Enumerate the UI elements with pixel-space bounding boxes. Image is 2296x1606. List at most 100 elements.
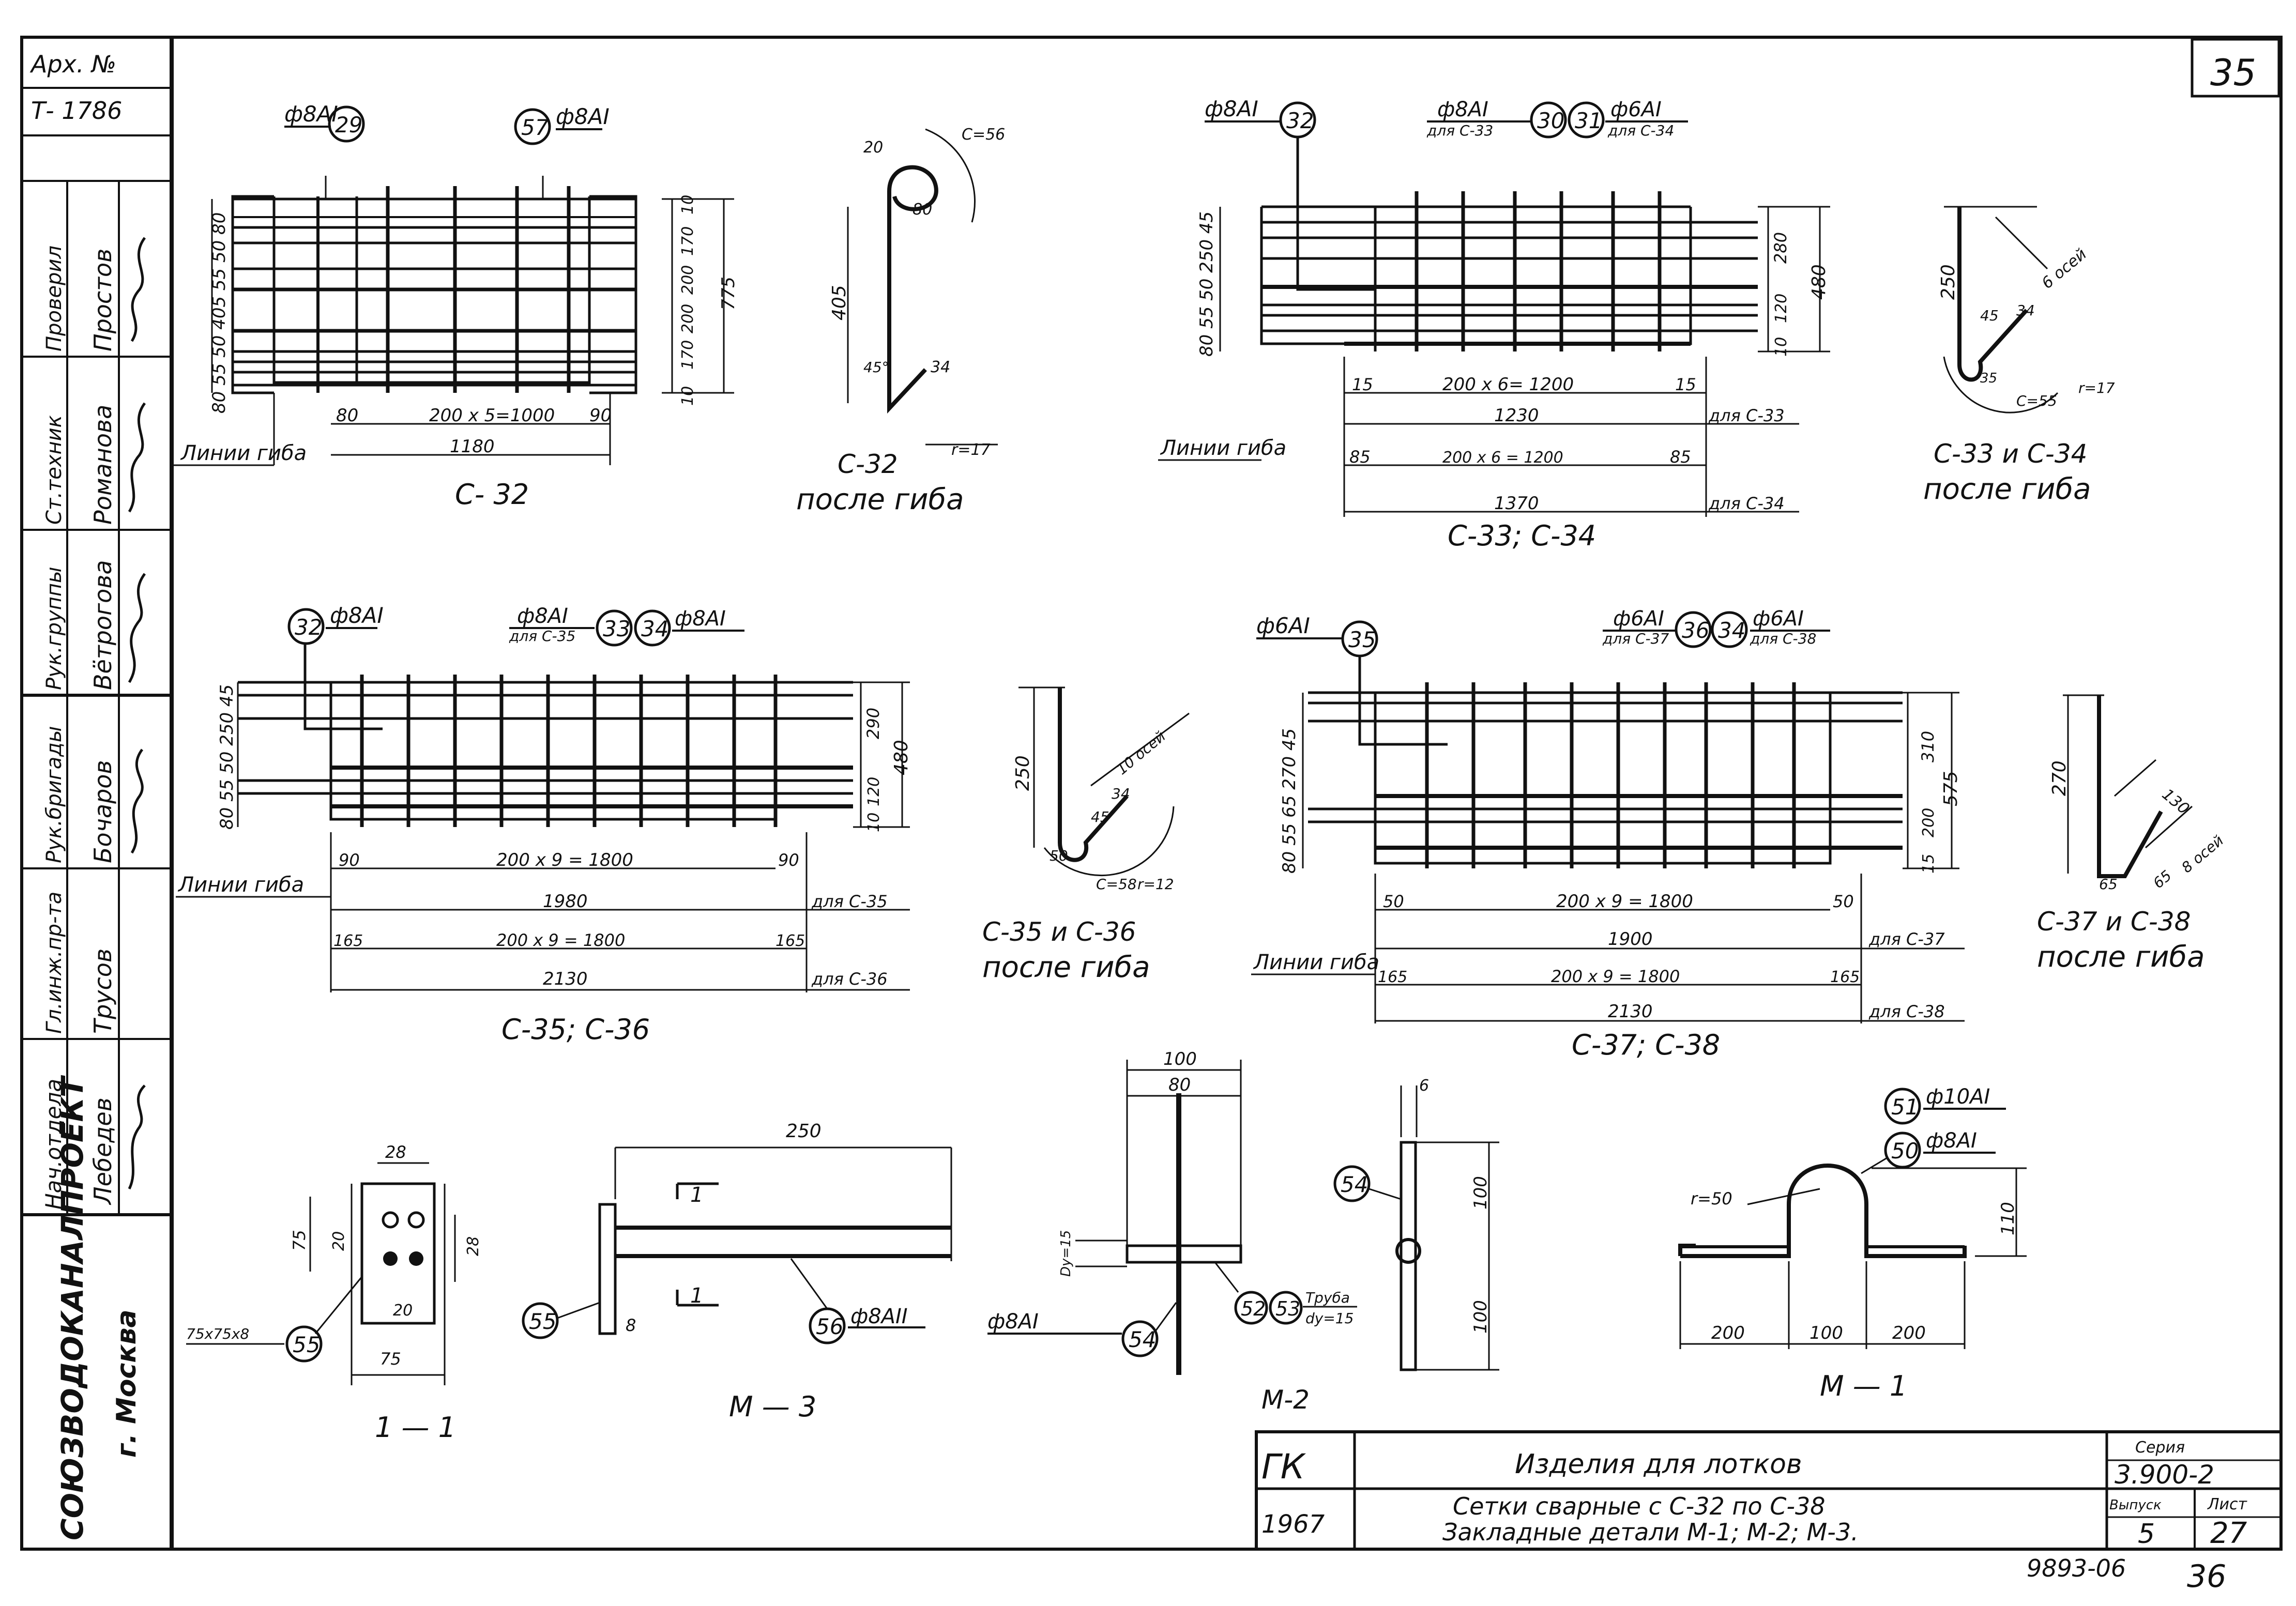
c37-row4-note: для С-38	[1868, 1002, 1945, 1021]
m2-side-dim1: 100	[1470, 1176, 1491, 1210]
c32-left-dims: 80 55 50 405 55 50 80	[209, 212, 230, 414]
m2-pos2: 52	[1241, 1297, 1266, 1320]
c33-rebar2: ф8АI	[1437, 98, 1488, 121]
m3-cut-bottom: 1	[690, 1284, 703, 1308]
c32-right-dim-5: 170	[679, 340, 697, 370]
c32-right-dim-6: 10	[679, 386, 697, 406]
c32-rebar1: ф8АI	[284, 101, 338, 127]
c37b-dim-65b: 65	[2150, 867, 2175, 892]
c32b-dim-34: 34	[931, 358, 950, 376]
c32b-dim-80: 80	[913, 201, 932, 219]
c37-pos1: 35	[1348, 627, 1376, 652]
c37-caption: С-37; С-38	[1572, 1029, 1720, 1061]
c33-rebar3: ф6АI	[1610, 98, 1662, 121]
c33-row3-right: 85	[1670, 447, 1691, 467]
m3-thick: 8	[626, 1316, 636, 1335]
c37-row1-left: 50	[1383, 892, 1404, 911]
c35-bend-lines: Линии гиба	[177, 873, 304, 897]
c35b-caption: С-35 и С-36	[982, 917, 1136, 947]
c35b-dim-c: С=58	[1096, 876, 1137, 893]
c35-row3-mid: 200 х 9 = 1800	[496, 930, 625, 950]
c35-pos1: 32	[295, 615, 322, 640]
c35-row2: 1980	[543, 891, 588, 912]
c37-row4: 2130	[1608, 1001, 1653, 1022]
c35-row1-mid: 200 х 9 = 1800	[496, 850, 633, 870]
c37b-dim-130: 130	[2158, 785, 2193, 818]
m1-dim-3: 200	[1892, 1323, 1926, 1343]
c33b-dim-45: 45	[1980, 307, 1999, 324]
name-6: Простов	[89, 249, 117, 351]
name-4: Вётрогова	[89, 560, 117, 690]
c37-note2: для С-37	[1602, 630, 1669, 647]
c33-total-height: 480	[1808, 264, 1830, 300]
c32-total-height: 775	[718, 277, 739, 310]
c37-pos3: 34	[1718, 618, 1745, 643]
c35-row1-left: 90	[339, 850, 360, 870]
mesh-c37: 35 ф6АI ф6АI для С-37 36 34 ф6АI для С-3…	[1251, 607, 1965, 1061]
role-1: Нач.отдела	[41, 1079, 66, 1210]
c37-row1-mid: 200 х 9 = 1800	[1556, 891, 1693, 912]
c33-note3: для С-34	[1607, 122, 1674, 139]
m2-dy: Dу=15	[1058, 1230, 1074, 1277]
c33b-dim-35: 35	[1980, 371, 1997, 386]
c35b-dim-r: r=12	[1137, 876, 1174, 893]
c37-row3-mid: 200 х 9 = 1800	[1551, 967, 1680, 986]
issue-label: Выпуск	[2109, 1497, 2162, 1513]
c33b-dim-250: 250	[1938, 264, 1959, 300]
m1-pos1: 51	[1891, 1094, 1919, 1120]
c37-row1-right: 50	[1833, 892, 1854, 911]
detail-m1: r=50 51 ф10АI 50 ф8АI 110 200 100 200 М …	[1678, 1085, 2027, 1402]
page-footer: 9893-06	[2027, 1554, 2126, 1582]
name-2: Трусов	[89, 949, 117, 1034]
sec11-plate: 75х75х8	[186, 1325, 249, 1342]
sheet-number: 35	[2210, 52, 2256, 94]
role-6: Проверил	[42, 246, 66, 351]
c32b-dim-20: 20	[863, 139, 883, 157]
m1-rebar2: ф8АI	[1926, 1129, 1977, 1153]
c35-pos2: 33	[603, 616, 630, 641]
m3-pos2: 56	[816, 1314, 843, 1339]
c37b-caption: С-37 и С-38	[2037, 907, 2191, 937]
c33b-caption2: после гиба	[1923, 472, 2091, 506]
role-5: Ст.техник	[42, 415, 66, 525]
c32-overall: 1180	[450, 436, 495, 457]
sheet-frame	[20, 36, 2283, 1551]
c33b-dim-c: С=55	[2016, 392, 2057, 409]
m1-caption: М — 1	[1820, 1370, 1907, 1402]
name-3: Бочаров	[89, 760, 117, 863]
title-desc-1: Сетки сварные с С-32 по С-38	[1453, 1492, 1826, 1520]
c33-caption: С-33; С-34	[1448, 519, 1596, 552]
m2-pos3: 53	[1275, 1297, 1300, 1320]
mesh-c35: 32 ф8АI ф8АI для С-35 33 34 ф8АI 80 55 5…	[176, 603, 912, 1046]
m1-dim-2: 100	[1810, 1323, 1843, 1343]
c33-pos1: 32	[1286, 108, 1314, 133]
c32-caption: С- 32	[455, 478, 529, 511]
c32b-dim-c: С=56	[962, 126, 1005, 144]
c33-pos3: 31	[1575, 108, 1602, 133]
c37b-caption2: после гиба	[2037, 940, 2204, 974]
c35-pos3: 34	[641, 616, 668, 641]
sec11-dim-20-left: 20	[330, 1231, 348, 1251]
detail-m3: 250 1 1 55 8 56 ф8АII М — 3	[522, 1121, 952, 1423]
m1-dim-1: 200	[1711, 1323, 1745, 1343]
c32b-caption: С-32	[838, 449, 898, 479]
c37-left-dims: 80 55 65 270 45	[1279, 728, 1300, 874]
c35-row4-note: для С-36	[811, 969, 888, 989]
sec11-dim-20-bottom: 20	[393, 1302, 413, 1320]
section-1-1: 28 75 20 28 20 75 75х75х8 55 1 — 1	[186, 1142, 482, 1444]
c35-total-height: 480	[891, 740, 912, 775]
role-3: Рук.бригады	[42, 726, 66, 864]
m3-width: 250	[786, 1121, 822, 1142]
sec11-dim-28-top: 28	[385, 1142, 406, 1162]
m2-thick: 6	[1419, 1077, 1429, 1095]
c33-pos2: 30	[1537, 108, 1564, 133]
c32-right-dim-4: 200	[679, 304, 697, 333]
m3-pos1: 55	[529, 1309, 556, 1334]
sec11-dim-75-bottom: 75	[380, 1349, 401, 1369]
c33-right-dim-3: 10	[1772, 337, 1790, 357]
c33b-dim-axes: 6 осей	[2039, 245, 2090, 293]
org-name: СОЮЗВОДОКАНАЛПРОЕКТ	[55, 1075, 90, 1540]
role-4: Рук.группы	[42, 567, 66, 690]
c37-bend: 270 130 65 65 8 осей С-37 и С-38 после г…	[2037, 694, 2227, 974]
